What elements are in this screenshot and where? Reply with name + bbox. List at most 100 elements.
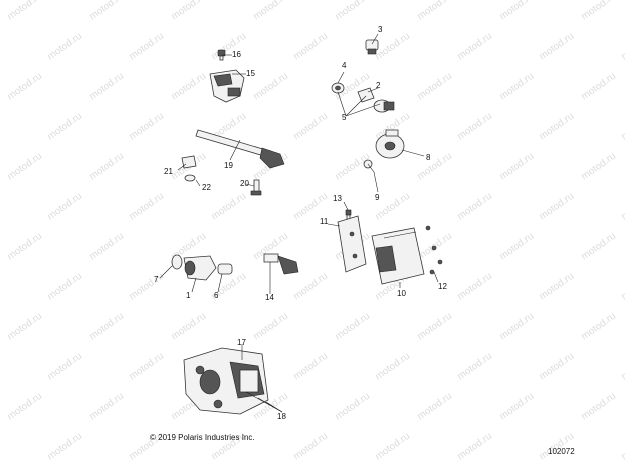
watermark-text: motod.ru [415, 71, 454, 103]
reference-number: 102072 [548, 447, 575, 456]
watermark-text: motod.ru [87, 0, 126, 22]
watermark-text: motod.ru [291, 111, 330, 143]
callout-2: 2 [376, 81, 381, 90]
callout-8: 8 [426, 153, 431, 162]
leader-lines [159, 33, 439, 413]
part-3-sensor [365, 39, 379, 55]
callouts: 1 2 3 4 5 6 7 8 9 10 11 12 13 14 15 16 1… [154, 25, 447, 421]
part-15-map-sensor [209, 69, 245, 103]
watermark-text: motod.ru [45, 111, 84, 143]
watermark-text: motod.ru [619, 31, 625, 63]
callout-7: 7 [154, 275, 159, 284]
watermark-text: motod.ru [579, 391, 618, 423]
part-1-sensor [183, 255, 217, 281]
callout-19: 19 [224, 161, 233, 170]
watermark-text: motod.ru [497, 151, 536, 183]
callout-15: 15 [246, 69, 255, 78]
watermark-text: motod.ru [455, 431, 494, 463]
part-16-bolt [217, 49, 226, 61]
watermark-text: motod.ru [45, 351, 84, 383]
part-11-bracket [337, 215, 367, 273]
part-4-plug [331, 82, 345, 94]
watermark-text: motod.ru [291, 351, 330, 383]
callout-6: 6 [214, 291, 219, 300]
part-19-sensor-probe [195, 129, 285, 169]
watermark-text: motod.ru [45, 271, 84, 303]
watermark-text: motod.ru [209, 191, 248, 223]
watermark-text: motod.ru [291, 271, 330, 303]
watermark-text: motod.ru [497, 391, 536, 423]
watermark-text: motod.ru [579, 71, 618, 103]
part-13-screw [345, 209, 352, 220]
watermark-text: motod.ru [5, 311, 44, 343]
callout-13: 13 [333, 194, 342, 203]
watermark-text: motod.ru [87, 231, 126, 263]
callout-21: 21 [164, 167, 173, 176]
callout-10: 10 [397, 289, 406, 298]
watermark-text: motod.ru [333, 391, 372, 423]
watermark-text: motod.ru [619, 351, 625, 383]
watermark-text: motod.ru [87, 151, 126, 183]
part-9-clip [363, 159, 375, 173]
watermark-text: motod.ru [497, 71, 536, 103]
callout-20: 20 [240, 179, 249, 188]
watermark-text: motod.ru [415, 391, 454, 423]
watermark-text: motod.ru [45, 31, 84, 63]
part-17-throttle-body [183, 347, 269, 415]
watermark-text: motod.ru [87, 391, 126, 423]
watermark-text: motod.ru [169, 0, 208, 22]
callout-18: 18 [277, 412, 286, 421]
watermark-text: motod.ru [579, 311, 618, 343]
watermark-text: motod.ru [455, 191, 494, 223]
watermark-text: motod.ru [619, 431, 625, 463]
watermark-text: motod.ru [373, 31, 412, 63]
part-10-ecu [371, 227, 425, 285]
watermark-text: motod.ru [497, 311, 536, 343]
watermark-text: motod.ru [5, 71, 44, 103]
callout-11: 11 [320, 217, 329, 226]
watermark-text: motod.ru [455, 31, 494, 63]
watermark-text: motod.ru [415, 0, 454, 22]
watermark-text: motod.ru [579, 151, 618, 183]
watermark-text: motod.ru [333, 311, 372, 343]
watermark-text: motod.ru [251, 311, 290, 343]
watermark-text: motod.ru [45, 431, 84, 463]
watermark-text: motod.ru [5, 391, 44, 423]
watermark-text: motod.ru [579, 231, 618, 263]
watermark-text: motod.ru [455, 351, 494, 383]
copyright-text: © 2019 Polaris Industries Inc. [150, 433, 255, 442]
callout-14: 14 [265, 293, 274, 302]
watermark-text: motod.ru [619, 191, 625, 223]
callout-16: 16 [232, 50, 241, 59]
watermark-text: motod.ru [127, 351, 166, 383]
watermark-text: motod.ru [537, 111, 576, 143]
callout-17: 17 [237, 338, 246, 347]
watermark-text: motod.ru [291, 31, 330, 63]
watermark-text: motod.ru [415, 151, 454, 183]
part-7-oring [171, 254, 183, 270]
part-22-washer [184, 174, 196, 182]
watermark-text: motod.ru [87, 311, 126, 343]
watermark-text: motod.ru [373, 351, 412, 383]
watermark-text: motod.ru [5, 151, 44, 183]
watermark-text: motod.ru [127, 111, 166, 143]
watermark-text: motod.ru [127, 31, 166, 63]
watermark-text: motod.ru [87, 71, 126, 103]
callout-1: 1 [186, 291, 191, 300]
watermark-text: motod.ru [251, 0, 290, 22]
part-12-screws [425, 225, 443, 275]
watermark-text: motod.ru [169, 71, 208, 103]
watermark-text: motod.ru [251, 71, 290, 103]
callout-9: 9 [375, 193, 380, 202]
watermark-text: motod.ru [619, 111, 625, 143]
part-6-sleeve [217, 263, 233, 275]
watermark-text: motod.ru [537, 31, 576, 63]
watermark-text: motod.ru [497, 231, 536, 263]
part-14-temp-sensor [263, 253, 299, 275]
watermark-text: motod.ru [415, 311, 454, 343]
watermark-text: motod.ru [373, 431, 412, 463]
part-2-clip [357, 87, 375, 103]
part-20-bolt [250, 179, 262, 196]
